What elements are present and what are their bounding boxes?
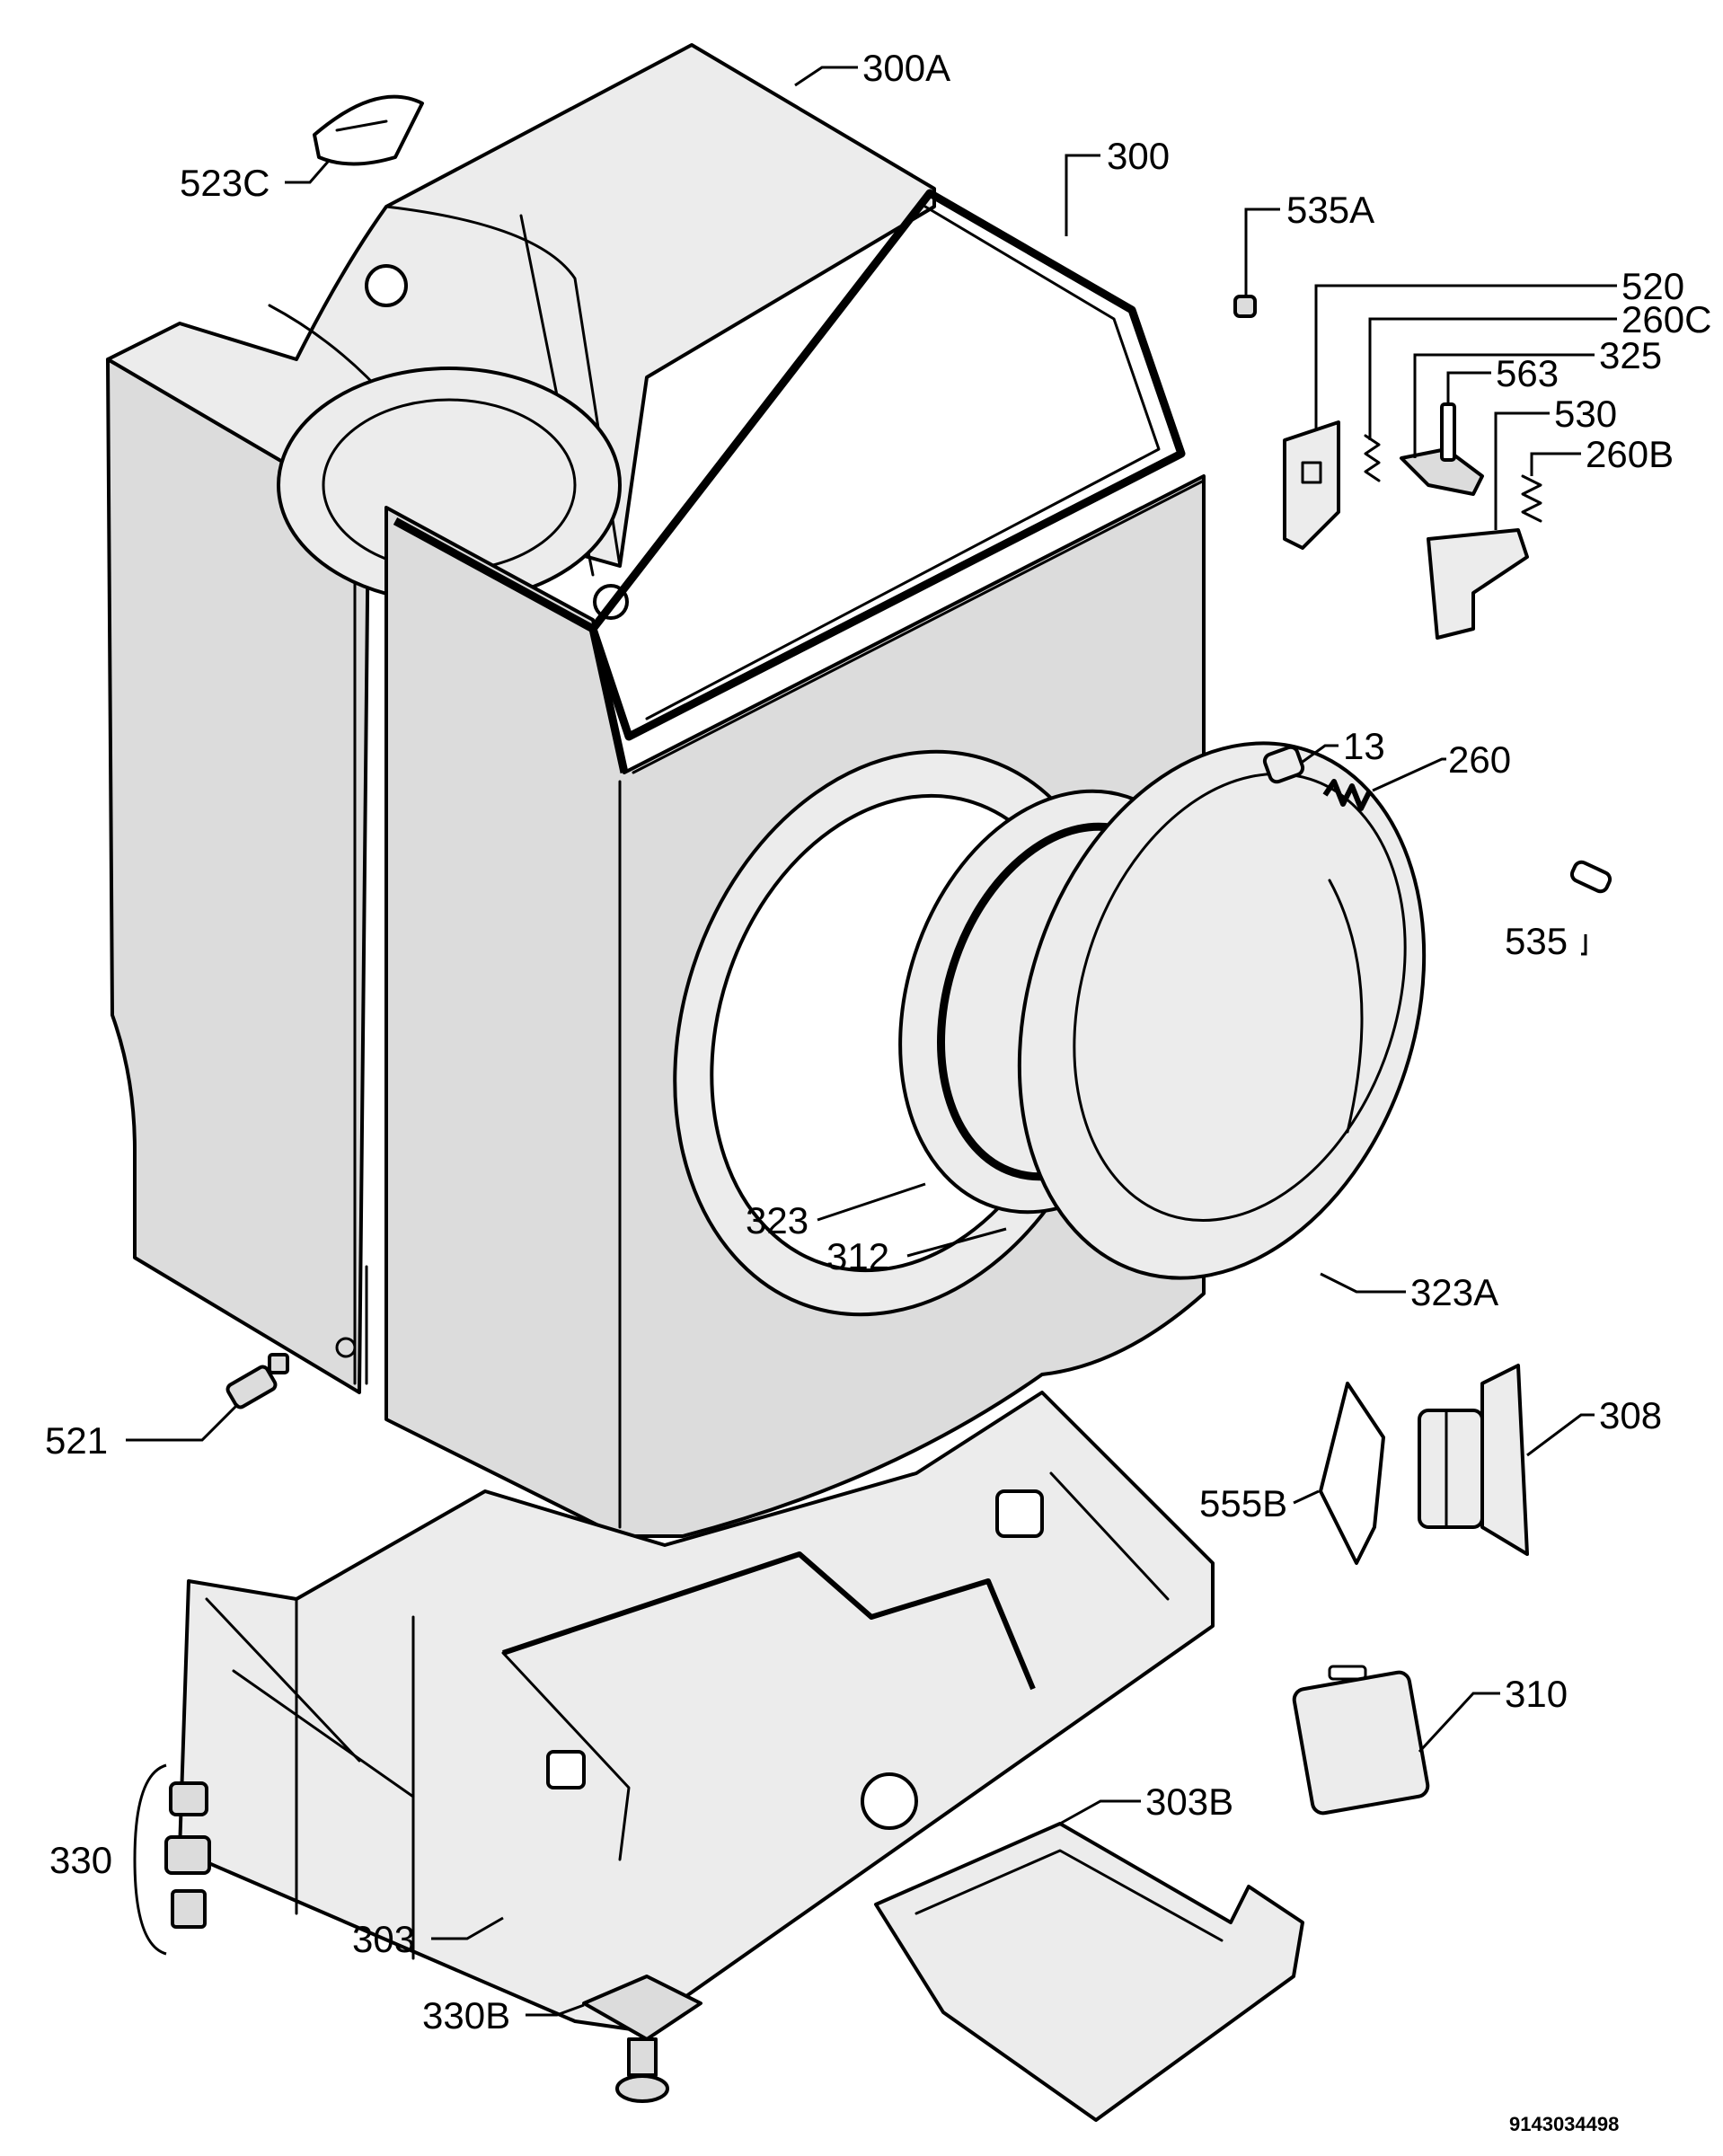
adjustable-foot-330B bbox=[582, 1975, 702, 2103]
callout-303B: 303B bbox=[1145, 1780, 1233, 1823]
callout-303: 303 bbox=[352, 1918, 415, 1960]
hinge-cover-555B bbox=[1319, 1382, 1385, 1565]
pin-563 bbox=[1440, 402, 1456, 462]
base-frame-303 bbox=[178, 1391, 1215, 2032]
callout-labels: 300A 523C 300 535A 520 260C 325 563 530 … bbox=[45, 47, 1711, 2037]
door-assembly-323A bbox=[1017, 741, 1427, 1280]
spring-260 bbox=[1322, 779, 1373, 811]
callout-330B: 330B bbox=[422, 1994, 510, 2037]
callout-260C: 260C bbox=[1621, 298, 1711, 340]
drum-rear-view bbox=[277, 367, 622, 604]
callout-323A: 323A bbox=[1410, 1271, 1498, 1313]
callout-310: 310 bbox=[1505, 1673, 1568, 1715]
screw-521 bbox=[225, 1353, 289, 1409]
screw-kit-330 bbox=[164, 1781, 211, 1929]
leader-lines bbox=[126, 66, 1617, 2017]
callout-308: 308 bbox=[1599, 1394, 1662, 1436]
callout-330: 330 bbox=[49, 1839, 112, 1881]
clamp-523C bbox=[313, 94, 424, 166]
callout-325: 325 bbox=[1599, 334, 1662, 376]
document-id: 9143034498 bbox=[1509, 2113, 1619, 2135]
lever-325 bbox=[1400, 447, 1484, 496]
plinth-panel-303B bbox=[874, 1822, 1304, 2122]
door-handle-520 bbox=[1283, 420, 1340, 550]
cabinet-side-panel bbox=[106, 358, 370, 1394]
callout-323: 323 bbox=[746, 1199, 808, 1241]
callout-300A: 300A bbox=[862, 47, 950, 89]
spring-260C bbox=[1364, 434, 1381, 482]
callout-535A: 535A bbox=[1286, 189, 1374, 231]
spring-260B bbox=[1521, 474, 1542, 523]
callout-260: 260 bbox=[1448, 738, 1511, 781]
callout-563: 563 bbox=[1496, 352, 1559, 394]
callout-13: 13 bbox=[1343, 725, 1385, 767]
callout-300: 300 bbox=[1107, 135, 1170, 177]
callout-530: 530 bbox=[1554, 393, 1617, 435]
seal-300 bbox=[588, 189, 1186, 741]
callout-520: 520 bbox=[1621, 265, 1684, 307]
callout-521: 521 bbox=[45, 1419, 108, 1462]
callout-555B: 555B bbox=[1199, 1482, 1287, 1524]
buffer-13 bbox=[1262, 745, 1305, 784]
callout-523C: 523C bbox=[180, 162, 269, 204]
callout-312: 312 bbox=[826, 1235, 889, 1277]
buffer-535A bbox=[1233, 295, 1257, 318]
latch-530 bbox=[1427, 528, 1529, 640]
pin-535 bbox=[1569, 860, 1613, 894]
service-flap-310 bbox=[1292, 1665, 1430, 1816]
hinge-308 bbox=[1418, 1364, 1529, 1556]
callout-260B: 260B bbox=[1586, 433, 1674, 475]
callout-535: 535 bbox=[1505, 920, 1568, 962]
